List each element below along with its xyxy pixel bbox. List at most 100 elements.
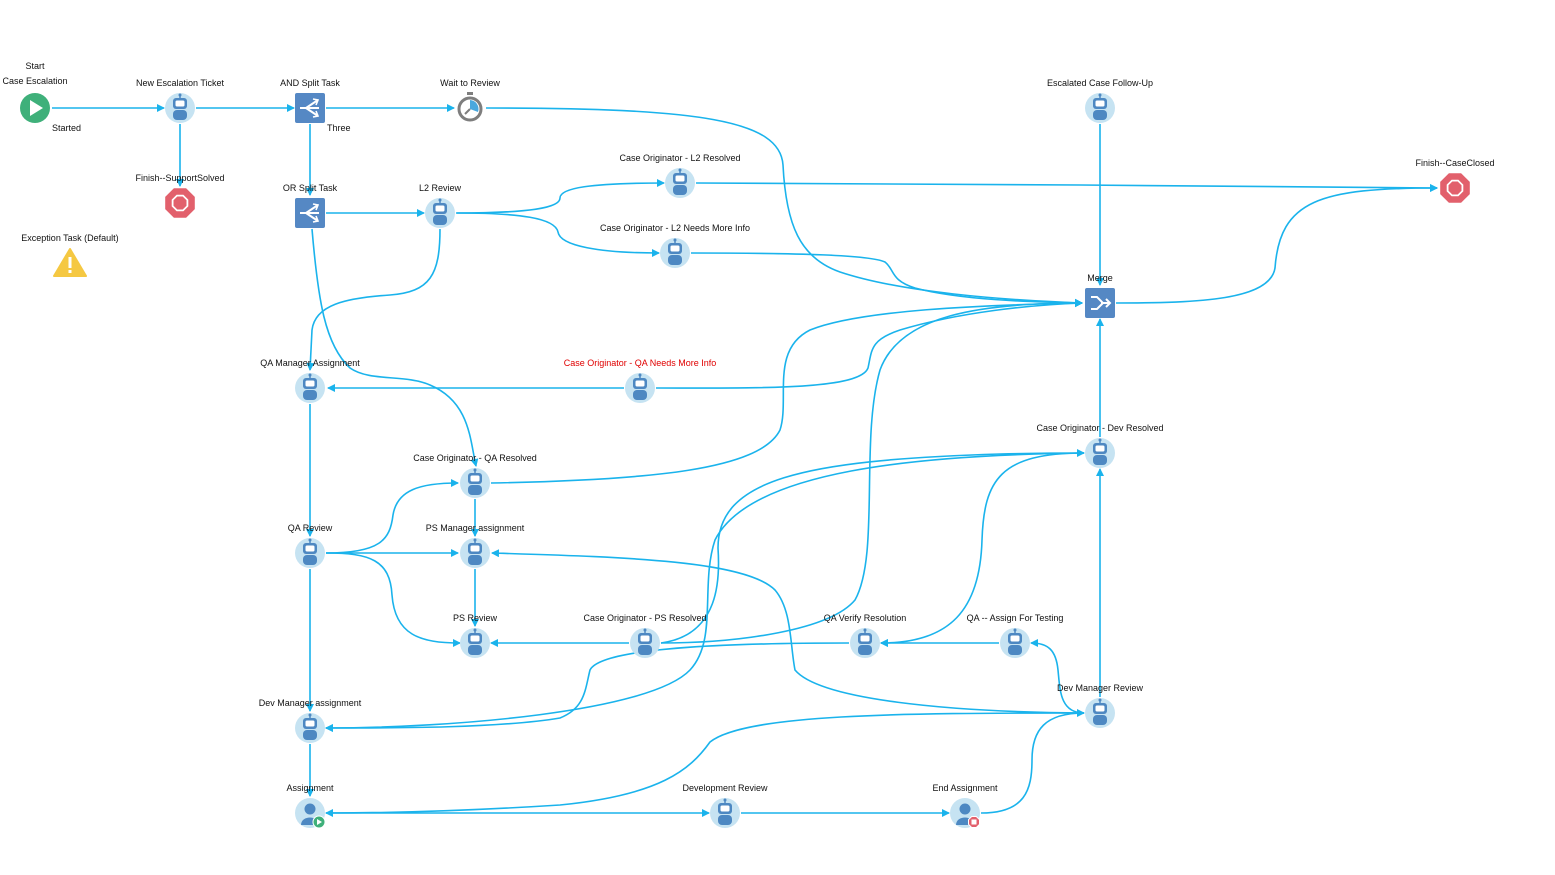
node-l2-review[interactable]: L2 Review (419, 183, 462, 228)
node-ps-manager[interactable]: PS Manager assignment (426, 523, 525, 568)
node-end-assignment[interactable]: End Assignment (932, 783, 998, 828)
node-label: Case Originator - QA Resolved (413, 453, 537, 463)
node-label: OR Split Task (283, 183, 338, 193)
robot-icon (1085, 438, 1115, 468)
connection-30[interactable] (325, 642, 850, 732)
robot-icon (295, 713, 325, 743)
node-label: Development Review (682, 783, 768, 793)
node-label: PS Manager assignment (426, 523, 525, 533)
connection-23[interactable] (325, 552, 461, 647)
node-dev-manager-assignment[interactable]: Dev Manager assignment (259, 698, 362, 743)
node-exception[interactable]: Exception Task (Default) (21, 233, 119, 277)
node-co-l2-resolved[interactable]: Case Originator - L2 Resolved (619, 153, 741, 198)
node-ps-review[interactable]: PS Review (453, 613, 498, 658)
node-sublabel: Case Escalation (2, 76, 67, 86)
connection-27[interactable] (660, 299, 1083, 644)
play-icon (20, 93, 50, 123)
node-co-dev-resolved[interactable]: Case Originator - Dev Resolved (1036, 423, 1164, 468)
node-label: L2 Review (419, 183, 462, 193)
connection-41[interactable] (325, 712, 1085, 817)
robot-icon (1000, 628, 1030, 658)
connection-9[interactable] (455, 212, 660, 257)
robot-icon (665, 168, 695, 198)
node-development-review[interactable]: Development Review (682, 783, 768, 828)
node-label: Wait to Review (440, 78, 500, 88)
node-co-ps-resolved[interactable]: Case Originator - PS Resolved (583, 613, 707, 658)
node-finish-closed[interactable]: Finish--CaseClosed (1415, 158, 1495, 203)
connections-layer (52, 104, 1438, 817)
node-qa-manager[interactable]: QA Manager Assignment (260, 358, 360, 403)
node-dev-manager-review[interactable]: Dev Manager Review (1057, 683, 1144, 728)
node-and-split[interactable]: AND Split Task (280, 78, 340, 123)
node-label: Dev Manager Review (1057, 683, 1144, 693)
robot-icon (1085, 93, 1115, 123)
node-new-ticket[interactable]: New Escalation Ticket (136, 78, 225, 123)
edge-label-three: Three (327, 123, 351, 133)
node-co-qa-needs[interactable]: Case Originator - QA Needs More Info (564, 358, 717, 403)
node-co-l2-needs[interactable]: Case Originator - L2 Needs More Info (600, 223, 750, 268)
node-or-split[interactable]: OR Split Task (283, 183, 338, 228)
node-co-qa-resolved[interactable]: Case Originator - QA Resolved (413, 453, 537, 498)
node-wait-review[interactable]: Wait to Review (440, 78, 500, 122)
node-label: Escalated Case Follow-Up (1047, 78, 1153, 88)
node-escalated-followup[interactable]: Escalated Case Follow-Up (1047, 78, 1153, 123)
node-label: QA Verify Resolution (824, 613, 907, 623)
node-label: Exception Task (Default) (21, 233, 118, 243)
node-qa-assign-testing[interactable]: QA -- Assign For Testing (967, 613, 1064, 658)
connection-15[interactable] (311, 228, 479, 467)
node-label: End Assignment (932, 783, 998, 793)
connection-25[interactable] (491, 549, 1085, 714)
connection-34[interactable] (1030, 639, 1085, 714)
robot-icon (625, 373, 655, 403)
robot-icon (630, 628, 660, 658)
split-arrows-icon (295, 198, 325, 228)
node-qa-verify[interactable]: QA Verify Resolution (824, 613, 907, 658)
node-label: PS Review (453, 613, 498, 623)
robot-icon (460, 468, 490, 498)
robot-icon (460, 628, 490, 658)
stopwatch-icon (457, 92, 483, 122)
node-label: Case Originator - L2 Needs More Info (600, 223, 750, 233)
connection-13[interactable] (1115, 184, 1438, 304)
connection-21[interactable] (325, 479, 459, 554)
connection-8[interactable] (456, 179, 665, 214)
node-label: Start (25, 61, 45, 71)
node-label: New Escalation Ticket (136, 78, 225, 88)
robot-icon (295, 538, 325, 568)
node-label: Case Originator - PS Resolved (583, 613, 706, 623)
connection-19[interactable] (490, 299, 1083, 484)
node-assignment[interactable]: Assignment (286, 783, 334, 829)
node-qa-review[interactable]: QA Review (288, 523, 333, 568)
connection-14[interactable] (306, 228, 441, 371)
node-label: Case Originator - L2 Resolved (619, 153, 740, 163)
node-label: Finish--CaseClosed (1415, 158, 1494, 168)
connection-40[interactable] (980, 709, 1085, 814)
node-merge[interactable]: Merge (1085, 273, 1115, 318)
robot-icon (850, 628, 880, 658)
node-label: Merge (1087, 273, 1113, 283)
robot-icon (1085, 698, 1115, 728)
stop-octagon-icon (165, 188, 195, 218)
node-label: QA Review (288, 523, 333, 533)
split-arrows-icon (295, 93, 325, 123)
robot-icon (425, 198, 455, 228)
merge-arrows-icon (1085, 288, 1115, 318)
connection-12[interactable] (485, 107, 1083, 307)
connection-11[interactable] (690, 252, 1083, 307)
connection-31[interactable] (880, 452, 1085, 647)
edge-label-started: Started (52, 123, 81, 133)
node-label: Dev Manager assignment (259, 698, 362, 708)
node-label: QA -- Assign For Testing (967, 613, 1064, 623)
connection-36[interactable] (325, 452, 1085, 732)
connection-16[interactable] (655, 299, 1083, 389)
edge-labels-layer: Started Three (52, 123, 351, 133)
node-label: Case Originator - QA Needs More Info (564, 358, 717, 368)
robot-icon (165, 93, 195, 123)
robot-icon (710, 798, 740, 828)
connection-10[interactable] (695, 182, 1438, 192)
node-label: Finish--SupportSolved (135, 173, 224, 183)
robot-icon (295, 373, 325, 403)
node-finish-support[interactable]: Finish--SupportSolved (135, 173, 225, 218)
